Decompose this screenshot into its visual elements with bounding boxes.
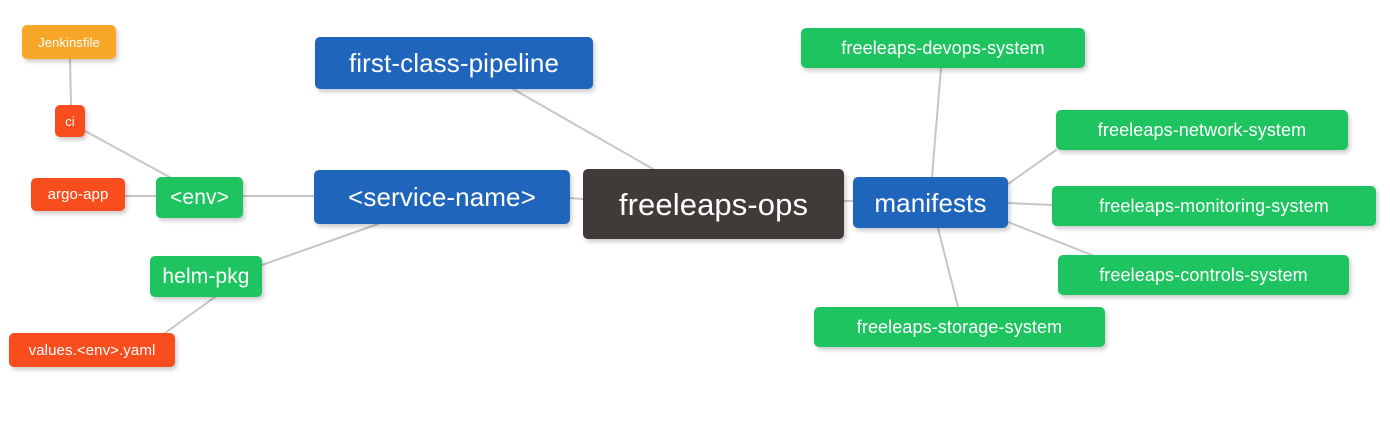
- edge-manifests-devops: [931, 67, 942, 178]
- edge-pipeline-ops: [512, 88, 654, 170]
- mindmap-node-freeleaps-controls-system[interactable]: freeleaps-controls-system: [1058, 255, 1349, 295]
- edge-manifests-network: [1007, 149, 1057, 185]
- edge-manifests-controls: [1007, 221, 1093, 256]
- node-label-freeleaps-storage-system: freeleaps-storage-system: [856, 317, 1063, 337]
- node-label-helm-pkg: helm-pkg: [162, 265, 250, 288]
- node-label-service-name: <service-name>: [348, 182, 536, 212]
- mindmap-node-service-name[interactable]: <service-name>: [314, 170, 570, 224]
- mindmap-node-argo-app[interactable]: argo-app: [31, 178, 125, 211]
- mindmap-node-freeleaps-monitoring-system[interactable]: freeleaps-monitoring-system: [1052, 186, 1376, 226]
- node-label-jenkinsfile: Jenkinsfile: [38, 34, 100, 50]
- mindmap-node-first-class-pipeline[interactable]: first-class-pipeline: [315, 37, 593, 89]
- node-label-first-class-pipeline: first-class-pipeline: [348, 48, 560, 78]
- mindmap-node-freeleaps-network-system[interactable]: freeleaps-network-system: [1056, 110, 1348, 150]
- edge-values-helm-pkg: [164, 296, 216, 334]
- mindmap-node-freeleaps-devops-system[interactable]: freeleaps-devops-system: [801, 28, 1085, 68]
- node-label-argo-app: argo-app: [47, 186, 109, 203]
- mindmap-node-values-yaml[interactable]: values.<env>.yaml: [9, 333, 175, 367]
- node-label-freeleaps-devops-system: freeleaps-devops-system: [841, 38, 1045, 58]
- node-label-freeleaps-ops: freeleaps-ops: [618, 186, 809, 222]
- mindmap-node-jenkinsfile[interactable]: Jenkinsfile: [22, 25, 116, 59]
- edge-jenkinsfile-ci: [69, 58, 72, 106]
- mindmap-node-ci[interactable]: ci: [55, 105, 85, 137]
- edge-manifests-storage: [937, 227, 959, 308]
- mindmap-node-freeleaps-storage-system[interactable]: freeleaps-storage-system: [814, 307, 1105, 347]
- node-label-manifests: manifests: [874, 187, 987, 218]
- mindmap-node-freeleaps-ops[interactable]: freeleaps-ops: [583, 169, 844, 239]
- node-label-freeleaps-controls-system: freeleaps-controls-system: [1099, 265, 1308, 285]
- mindmap-node-env[interactable]: <env>: [156, 177, 243, 218]
- mindmap-node-helm-pkg[interactable]: helm-pkg: [150, 256, 262, 297]
- node-label-ci: ci: [65, 113, 75, 129]
- edge-helm-pkg-service-name: [261, 223, 379, 266]
- node-label-env: <env>: [170, 186, 229, 209]
- node-label-freeleaps-monitoring-system: freeleaps-monitoring-system: [1099, 196, 1329, 216]
- node-label-freeleaps-network-system: freeleaps-network-system: [1097, 120, 1307, 140]
- mindmap-node-manifests[interactable]: manifests: [853, 177, 1008, 228]
- edge-manifests-monitoring: [1007, 202, 1053, 206]
- edge-service-name-ops: [569, 197, 584, 200]
- node-label-values-yaml: values.<env>.yaml: [28, 341, 156, 359]
